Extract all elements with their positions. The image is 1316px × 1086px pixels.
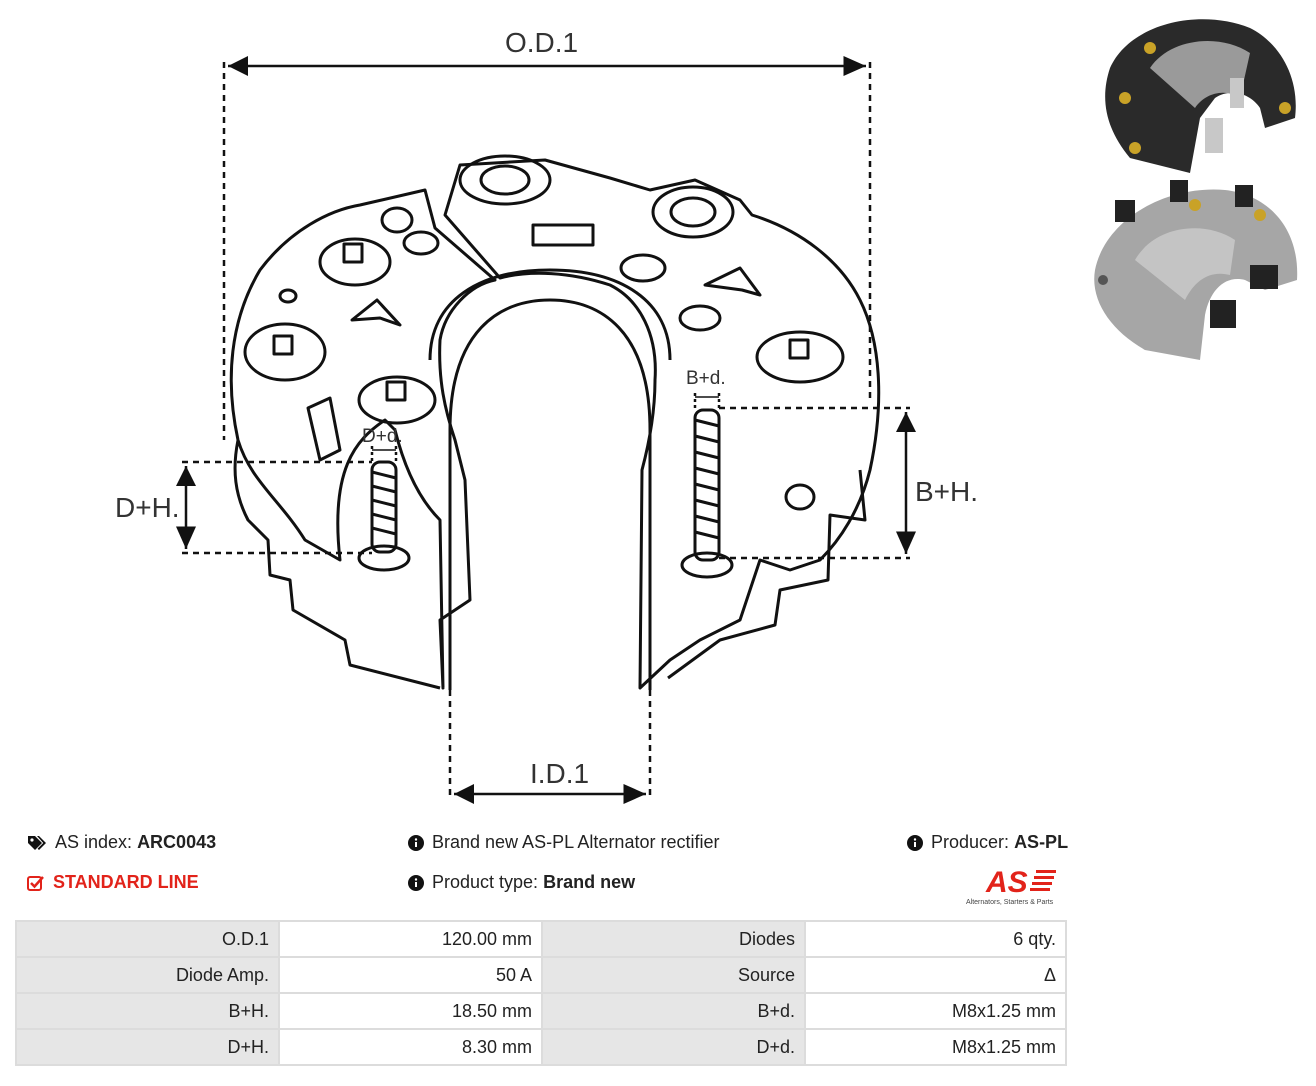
spec-value: 8.30 mm bbox=[278, 1028, 543, 1066]
spec-key: D+d. bbox=[541, 1028, 806, 1066]
bd-dimension-label: B+d. bbox=[686, 368, 726, 389]
spec-key: Source bbox=[541, 956, 806, 994]
spec-key: Diode Amp. bbox=[15, 956, 280, 994]
spec-key: D+H. bbox=[15, 1028, 280, 1066]
rectifier-outline bbox=[229, 154, 881, 690]
product-type-value: Brand new bbox=[543, 872, 636, 892]
table-row: O.D.1 120.00 mm Diodes 6 qty. bbox=[15, 920, 1067, 958]
spec-value: 120.00 mm bbox=[278, 920, 543, 958]
producer-label: Producer: bbox=[931, 832, 1010, 852]
as-index-row: AS index: ARC0043 bbox=[27, 832, 216, 853]
technical-drawing: O.D.1 I.D.1 D+H. B+H. D+d. B+d. bbox=[115, 27, 978, 804]
product-type-label: Product type: bbox=[432, 872, 539, 892]
bh-dimension-label: B+H. bbox=[915, 476, 978, 507]
spec-value: M8x1.25 mm bbox=[804, 992, 1067, 1030]
product-type-row: Product type: Brand new bbox=[408, 872, 635, 893]
standard-line-label: STANDARD LINE bbox=[53, 872, 199, 892]
info-circle-icon bbox=[907, 834, 923, 851]
id1-dimension-label: I.D.1 bbox=[530, 758, 589, 789]
product-photo-bottom[interactable] bbox=[1085, 180, 1307, 366]
specs-table: O.D.1 120.00 mm Diodes 6 qty. Diode Amp.… bbox=[15, 920, 1067, 1066]
spec-value: M8x1.25 mm bbox=[804, 1028, 1067, 1066]
spec-value: 6 qty. bbox=[804, 920, 1067, 958]
tags-icon bbox=[27, 835, 47, 851]
spec-key: B+d. bbox=[541, 992, 806, 1030]
logo-mark: AS bbox=[985, 866, 1028, 899]
as-index-value: ARC0043 bbox=[137, 832, 217, 852]
spec-value: 18.50 mm bbox=[278, 992, 543, 1030]
description-row: Brand new AS-PL Alternator rectifier bbox=[408, 832, 719, 853]
check-square-icon bbox=[27, 875, 45, 891]
spec-key: Diodes bbox=[541, 920, 806, 958]
producer-value: AS-PL bbox=[1014, 832, 1069, 852]
product-photo-top[interactable] bbox=[1090, 8, 1308, 180]
description-text: Brand new AS-PL Alternator rectifier bbox=[432, 832, 720, 852]
spec-value: 50 A bbox=[278, 956, 543, 994]
table-row: Diode Amp. 50 A Source Δ bbox=[15, 956, 1067, 994]
table-row: B+H. 18.50 mm B+d. M8x1.25 mm bbox=[15, 992, 1067, 1030]
spec-value: Δ bbox=[804, 956, 1067, 994]
table-row: D+H. 8.30 mm D+d. M8x1.25 mm bbox=[15, 1028, 1067, 1066]
as-index-label: AS index: bbox=[55, 832, 133, 852]
as-pl-logo[interactable]: AS Alternators, Starters & Parts bbox=[964, 864, 1068, 908]
spec-key: B+H. bbox=[15, 992, 280, 1030]
od1-dimension-label: O.D.1 bbox=[505, 27, 578, 58]
logo-tagline: Alternators, Starters & Parts bbox=[966, 899, 1054, 906]
producer-row: Producer: AS-PL bbox=[907, 832, 1068, 853]
info-circle-icon bbox=[408, 834, 424, 851]
info-circle-icon bbox=[408, 874, 424, 891]
dimension-lines bbox=[176, 56, 916, 804]
dh-dimension-label: D+H. bbox=[115, 492, 180, 523]
standard-line-badge: STANDARD LINE bbox=[27, 872, 199, 893]
dd-dimension-label: D+d. bbox=[362, 426, 403, 447]
spec-key: O.D.1 bbox=[15, 920, 280, 958]
